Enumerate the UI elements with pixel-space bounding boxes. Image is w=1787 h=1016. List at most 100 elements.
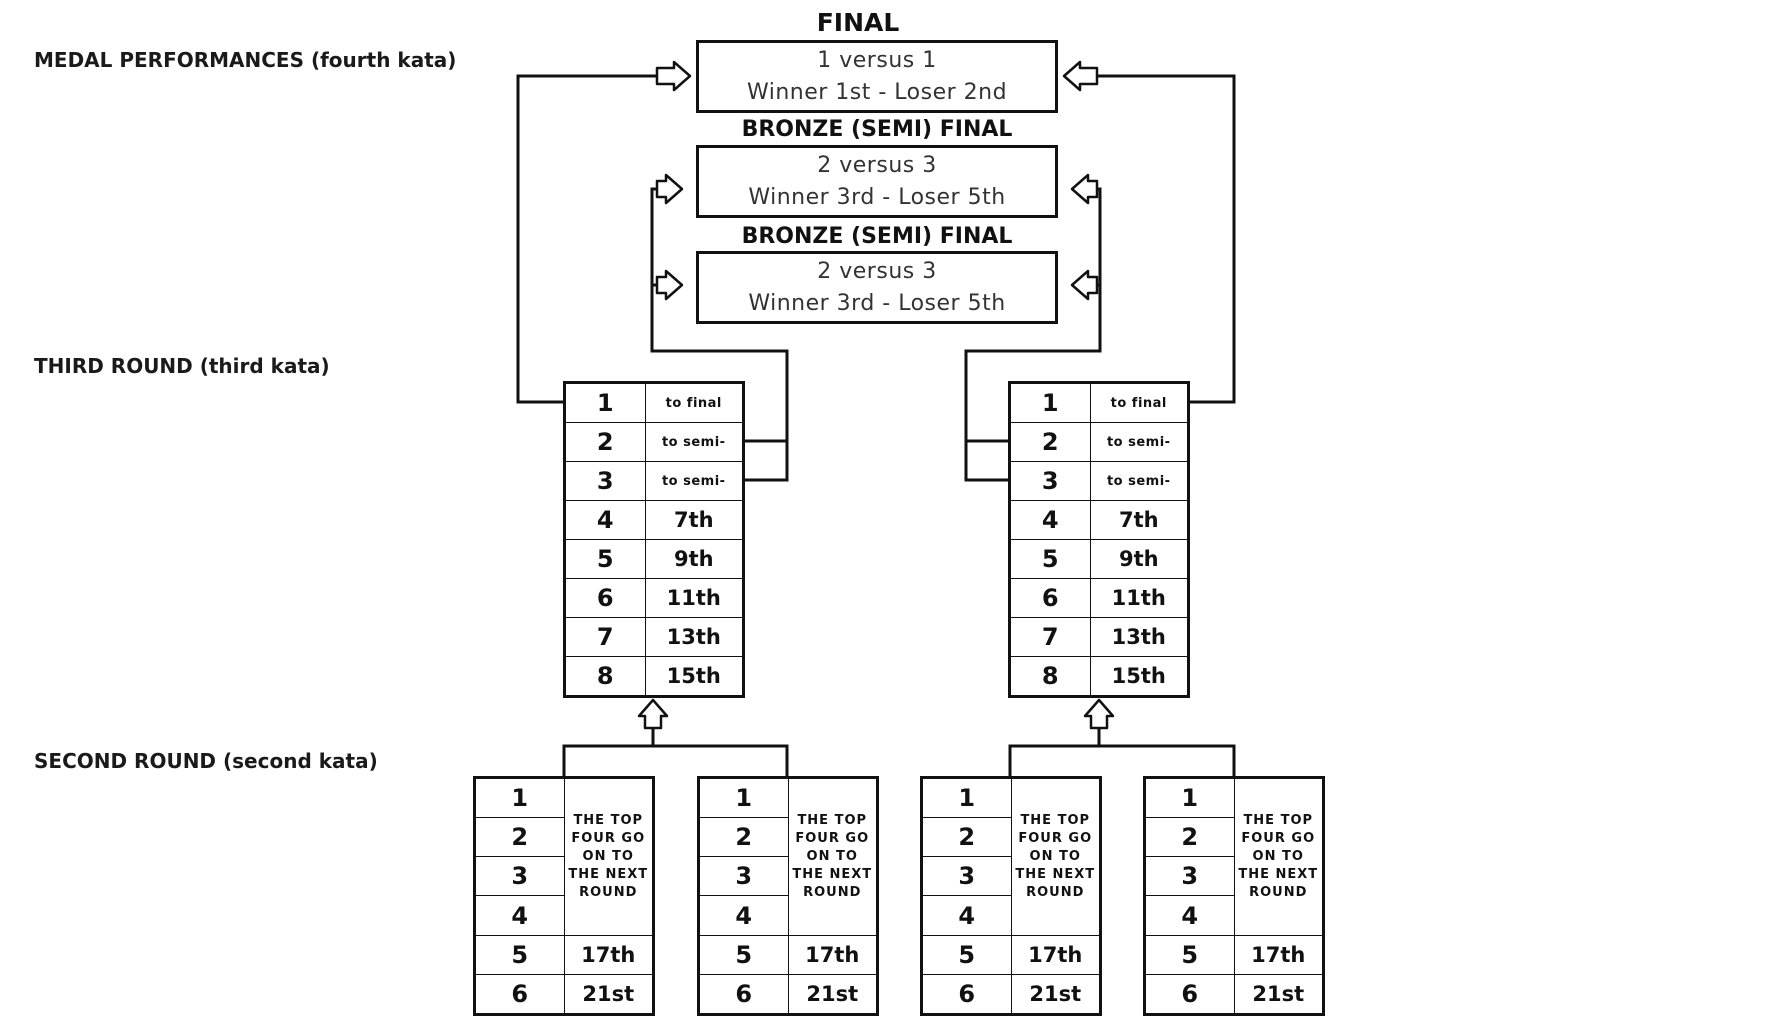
rank-cell: 6 — [698, 973, 789, 1016]
rank-cell: 3 — [921, 856, 1012, 897]
rank-cell: 3 — [564, 461, 646, 502]
rank-cell: 2 — [1144, 817, 1235, 858]
connector-left-to-final — [516, 74, 668, 404]
result-cell: 17th — [563, 934, 654, 975]
rank-cell: 4 — [1009, 500, 1091, 540]
bronze-outcome-1: Winner 3rd - Loser 5th — [748, 184, 1006, 210]
rank-cell: 1 — [921, 776, 1012, 819]
rank-cell: 6 — [1144, 973, 1235, 1016]
rank-cell: 4 — [921, 895, 1012, 936]
rank-cell: 5 — [474, 934, 565, 975]
result-cell: 13th — [644, 616, 745, 657]
rank-cell: 1 — [1144, 776, 1235, 819]
table-row: 2 — [921, 817, 1101, 858]
rank-cell: 2 — [474, 817, 565, 858]
rank-cell: 3 — [474, 856, 565, 897]
advance-note-cell: THE TOP FOUR GO ON TO THE NEXT ROUND — [563, 777, 654, 936]
result-cell: 13th — [1089, 616, 1190, 657]
table-row: 4 — [921, 895, 1101, 936]
final-match-box: 1 versus 1 Winner 1st - Loser 2nd — [696, 40, 1058, 113]
arrow-icon — [1070, 269, 1099, 301]
rank-cell: 6 — [474, 973, 565, 1016]
rank-cell: 6 — [564, 577, 646, 618]
connector-right-to-final — [1086, 74, 1236, 404]
rank-cell: 2 — [1009, 422, 1091, 463]
advance-note-cell: THE TOP FOUR GO ON TO THE NEXT ROUND — [1233, 777, 1324, 936]
rank-cell: 1 — [564, 381, 646, 424]
rank-cell: 7 — [564, 616, 646, 657]
rank-cell: 7 — [1009, 616, 1091, 657]
bronze-final-title-1: BRONZE (SEMI) FINAL — [741, 117, 1013, 142]
rank-cell: 2 — [698, 817, 789, 858]
rank-cell: 1 — [1009, 381, 1091, 424]
round-label-medal: MEDAL PERFORMANCES (fourth kata) — [34, 48, 457, 72]
advance-note-cell: THE TOP FOUR GO ON TO THE NEXT ROUND — [1010, 777, 1101, 936]
rank-cell: 1 — [698, 776, 789, 819]
table-row: 4 — [474, 895, 654, 936]
result-cell: 21st — [1010, 973, 1101, 1016]
rank-cell: 4 — [1144, 895, 1235, 936]
final-outcome: Winner 1st - Loser 2nd — [746, 79, 1008, 105]
table-row: 3 — [1144, 856, 1324, 897]
connector-left-to-semis — [745, 439, 789, 482]
arrow-icon — [655, 269, 684, 301]
rank-cell: 5 — [564, 538, 646, 579]
bronze-outcome-2: Winner 3rd - Loser 5th — [748, 290, 1006, 316]
rank-cell: 6 — [1009, 577, 1091, 618]
result-cell: 21st — [1233, 973, 1324, 1016]
result-cell: 11th — [644, 577, 745, 618]
result-cell: to semi- — [644, 422, 745, 463]
result-cell: to final — [644, 381, 745, 424]
rank-cell: 5 — [1009, 538, 1091, 579]
rank-cell: 4 — [564, 500, 646, 540]
round-label-third: THIRD ROUND (third kata) — [34, 354, 330, 378]
rank-cell: 5 — [1144, 934, 1235, 975]
connector-right-to-semis — [964, 439, 1010, 482]
rank-cell: 4 — [474, 895, 565, 936]
result-cell: to semi- — [1089, 422, 1190, 463]
result-cell: to semi- — [644, 461, 745, 502]
bronze-match-box-1: 2 versus 3 Winner 3rd - Loser 5th — [696, 145, 1058, 218]
result-cell: 17th — [1010, 934, 1101, 975]
rank-cell: 1 — [474, 776, 565, 819]
arrow-icon — [1070, 173, 1099, 205]
final-matchup: 1 versus 1 — [817, 48, 937, 74]
rank-cell: 5 — [921, 934, 1012, 975]
bronze-final-title-2: BRONZE (SEMI) FINAL — [741, 224, 1013, 249]
result-cell: 11th — [1089, 577, 1190, 618]
rank-cell: 8 — [564, 655, 646, 698]
table-row: 3 — [698, 856, 878, 897]
result-cell: 21st — [787, 973, 878, 1016]
connector-second-right — [1008, 744, 1236, 780]
result-cell: 15th — [1089, 655, 1190, 698]
result-cell: 17th — [787, 934, 878, 975]
result-cell: 15th — [644, 655, 745, 698]
result-cell: to semi- — [1089, 461, 1190, 502]
